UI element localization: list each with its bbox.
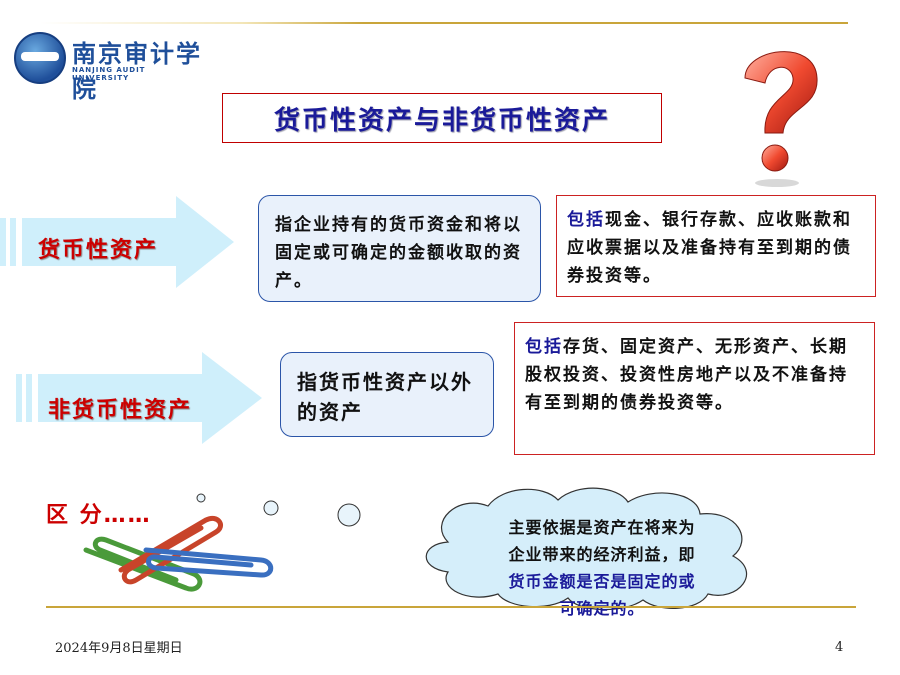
page-number: 4 [835,640,844,655]
monetary-definition-box: 指企业持有的货币资金和将以固定或可确定的金额收取的资产。 [258,195,541,302]
monetary-arrow [0,196,234,288]
non-monetary-arrow [16,352,262,444]
monetary-includes-box: 包括现金、银行存款、应收账款和应收票据以及准备持有至到期的债券投资等。 [556,195,876,297]
non-monetary-definition-text: 指货币性资产以外的资产 [297,370,473,424]
non-monetary-includes-box: 包括存货、固定资产、无形资产、长期股权投资、投资性房地产以及不准备持有至到期的债… [514,322,875,455]
bottom-rule [46,606,856,608]
top-rule [40,22,848,24]
monetary-definition-text: 指企业持有的货币资金和将以固定或可确定的金额收取的资产。 [275,215,522,291]
paperclips-icon [83,516,274,592]
bubble-line-4: 可确定的。 [559,599,645,618]
non-monetary-definition-box: 指货币性资产以外的资产 [280,352,494,437]
footer-date: 2024年9月8日星期日 [55,641,183,656]
bubble-line-3: 货币金额是否是固定的或 [508,572,696,591]
monetary-includes-text: 现金、银行存款、应收账款和应收票据以及准备持有至到期的债券投资等。 [567,210,852,286]
university-name-en: NANJING AUDIT UNIVERSITY [72,66,146,82]
non-monetary-asset-label: 非货币性资产 [48,398,193,423]
university-name-cn: 南京审计学院 [72,39,202,103]
bubble-text: 主要依据是资产在将来为 企业带来的经济利益，即 货币金额是否是固定的或 可确定的… [468,514,736,622]
non-monetary-includes-text: 存货、固定资产、无形资产、长期股权投资、投资性房地产以及不准备持有至到期的债券投… [525,337,848,413]
question-mark-icon [744,51,818,187]
distinguish-label: 区 分…… [46,503,152,528]
university-logo: 南京审计学院 NANJING AUDIT UNIVERSITY [14,30,204,103]
monetary-asset-label: 货币性资产 [38,238,159,263]
bubble-line-2: 企业带来的经济利益，即 [508,545,696,564]
logo-emblem-icon [14,32,66,84]
bubble-line-1: 主要依据是资产在将来为 [508,518,696,537]
slide-title: 货币性资产与非货币性资产 [222,93,662,143]
thought-dots [196,493,361,527]
monetary-includes-prefix: 包括 [567,210,605,230]
non-monetary-includes-prefix: 包括 [525,337,563,357]
thought-cloud [425,487,747,611]
